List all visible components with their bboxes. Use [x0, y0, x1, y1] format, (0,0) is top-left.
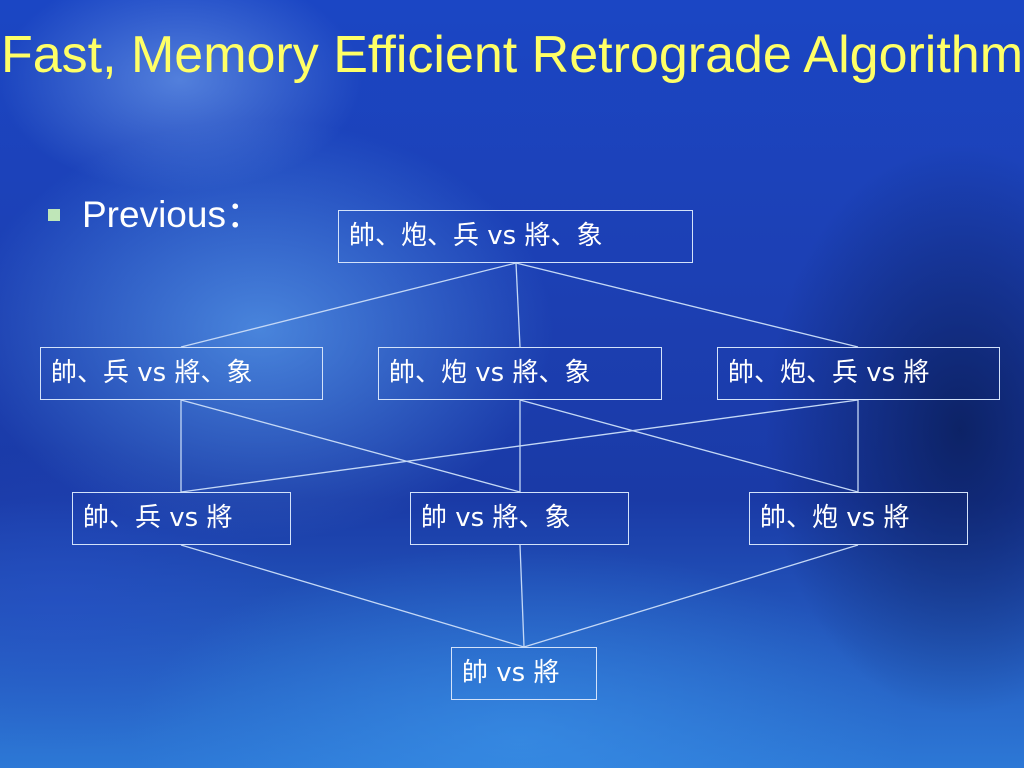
- connector-node-1-1-to-node-2-2: [180, 399, 521, 493]
- connector-node-1-3-to-node-2-1: [180, 399, 859, 493]
- tree-node-leaf: 帥 vs 將: [451, 647, 597, 700]
- tree-node-1-3: 帥、炮、兵 vs 將: [717, 347, 1000, 400]
- connector-node-1-2-to-node-2-3: [519, 399, 859, 493]
- bullet-text: Previous：: [82, 194, 263, 235]
- tree-node-1-1: 帥、兵 vs 將、象: [40, 347, 323, 400]
- tree-node-2-1: 帥、兵 vs 將: [72, 492, 291, 545]
- connector-node-2-2-to-leaf: [519, 544, 525, 648]
- tree-node-1-2: 帥、炮 vs 將、象: [378, 347, 662, 400]
- connector-node-2-1-to-leaf: [180, 544, 525, 648]
- slide-title: Fast, Memory Efficient Retrograde Algori…: [0, 26, 1024, 84]
- connector-root-to-node-1-1: [180, 262, 517, 348]
- connector-root-to-node-1-2: [515, 262, 521, 348]
- tree-node-2-2: 帥 vs 將、象: [410, 492, 629, 545]
- tree-node-2-3: 帥、炮 vs 將: [749, 492, 968, 545]
- bullet-item: Previous：: [48, 193, 263, 237]
- connector-root-to-node-1-3: [515, 262, 859, 348]
- connector-node-2-3-to-leaf: [523, 544, 859, 648]
- tree-node-root: 帥、炮、兵 vs 將、象: [338, 210, 693, 263]
- bullet-square-icon: [48, 209, 60, 221]
